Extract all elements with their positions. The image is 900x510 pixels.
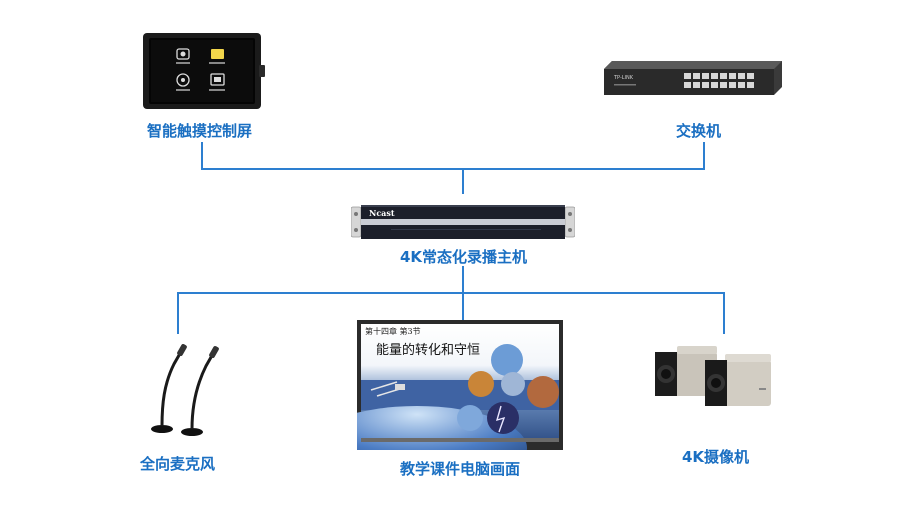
recorder-label: 4K常态化录播主机 [400,246,527,267]
svg-text:Ncast: Ncast [369,208,395,218]
connector-display-vertical [462,292,464,322]
slide-title: 能量的转化和守恒 [376,339,480,358]
connector-camera-vertical [723,292,725,334]
svg-text:TP-LINK: TP-LINK [613,75,634,81]
display-label: 教学课件电脑画面 [400,458,520,479]
connector-touch-vertical [201,142,203,169]
touch-panel-icon [143,33,265,113]
microphone-icon [148,344,224,444]
microphone-label: 全向麦克风 [140,453,215,474]
connector-recorder-down [462,266,464,293]
network-switch-icon: TP-LINK [604,61,782,101]
slide-header: 第十四章 第3节 [365,326,421,337]
connector-top-horizontal [201,168,705,170]
camera-label: 4K摄像机 [682,446,749,467]
camera-icon [655,343,785,415]
connector-recorder-up [462,168,464,194]
connector-switch-vertical [703,142,705,169]
rack-recorder-icon: Ncast [351,205,575,243]
touch-panel-label: 智能触摸控制屏 [147,120,252,141]
connector-mic-vertical [177,292,179,334]
connector-bottom-horizontal [177,292,725,294]
switch-label: 交换机 [676,120,721,141]
